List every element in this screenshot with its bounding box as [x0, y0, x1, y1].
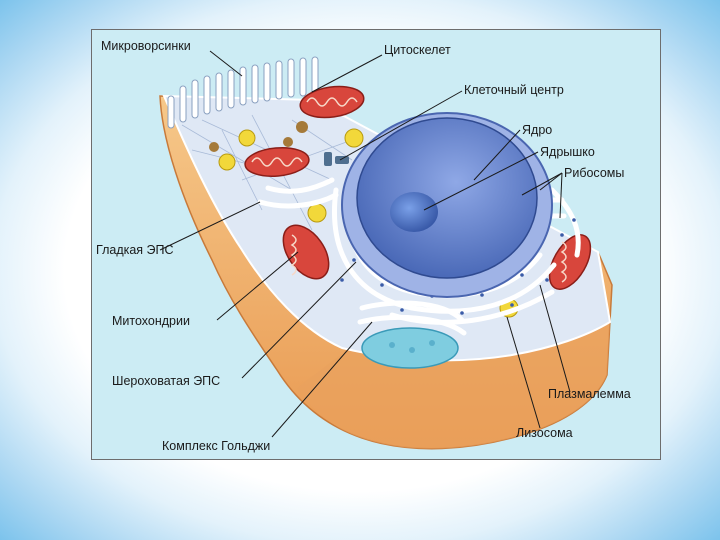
label-nucleus: Ядро — [522, 123, 553, 137]
label-smooth-er: Гладкая ЭПС — [96, 243, 174, 257]
label-ribosomes: Рибосомы — [564, 166, 625, 180]
label-nucleolus: Ядрышко — [540, 145, 595, 159]
cell-illustration — [159, 50, 613, 450]
cell-diagram: Микроворсинки Цитоскелет Клеточный центр… — [91, 29, 661, 460]
label-rough-er: Шероховатая ЭПС — [112, 374, 221, 388]
label-cytoskeleton: Цитоскелет — [384, 43, 451, 57]
label-golgi: Комплекс Гольджи — [162, 439, 271, 453]
label-lysosome: Лизосома — [516, 426, 573, 440]
centrioles — [324, 152, 349, 166]
lysosomes — [218, 128, 519, 318]
label-cell-center: Клеточный центр — [464, 83, 564, 97]
label-microvilli: Микроворсинки — [101, 39, 191, 53]
nucleolus — [390, 192, 438, 232]
leader-lines — [159, 50, 571, 438]
golgi-complex — [357, 300, 467, 369]
label-plasmalemma: Плазмалемма — [548, 387, 631, 401]
cell-front-face — [297, 320, 610, 449]
vesicles — [209, 121, 308, 152]
label-mitochondria: Митохондрии — [112, 314, 190, 328]
microvilli — [167, 56, 319, 129]
